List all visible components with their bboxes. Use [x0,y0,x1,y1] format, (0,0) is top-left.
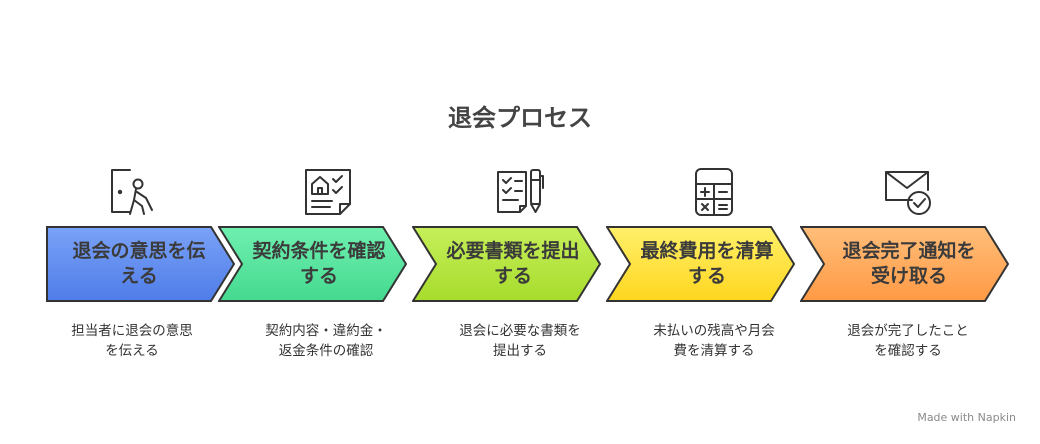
step-2-description: 契約内容・違約金・返金条件の確認 [265,323,387,359]
step-1-label: 退会の意思を伝える [72,240,206,287]
step-4-chevron: 最終費用を清算する [606,226,796,302]
step-5-description: 退会が完了したことを確認する [847,323,969,359]
step-5-label: 退会完了通知を受け取る [842,240,976,287]
step-5-chevron: 退会完了通知を受け取る [800,226,1010,302]
step-4-description: 未払いの残高や月会費を清算する [653,323,775,359]
form-pen-icon [494,166,546,218]
step-3-label: 必要書類を提出する [446,240,580,287]
step-1-description: 担当者に退会の意思を伝える [71,323,193,359]
step-1-chevron: 退会の意思を伝える [46,226,236,302]
step-2-chevron: 契約条件を確認する [218,226,408,302]
step-4-label: 最終費用を清算する [640,240,774,287]
mail-check-icon [882,166,934,218]
diagram-title: 退会プロセス [448,104,592,132]
footer-text: Made with Napkin [917,411,1016,424]
contract-checklist-icon [302,166,354,218]
step-3-description: 退会に必要な書類を提出する [459,323,581,359]
step-3-chevron: 必要書類を提出する [412,226,602,302]
step-2-label: 契約条件を確認する [252,240,386,287]
exit-door-person-icon [106,166,158,218]
calculator-icon [688,166,740,218]
made-with-napkin-footer: Made with Napkin [917,411,1016,424]
